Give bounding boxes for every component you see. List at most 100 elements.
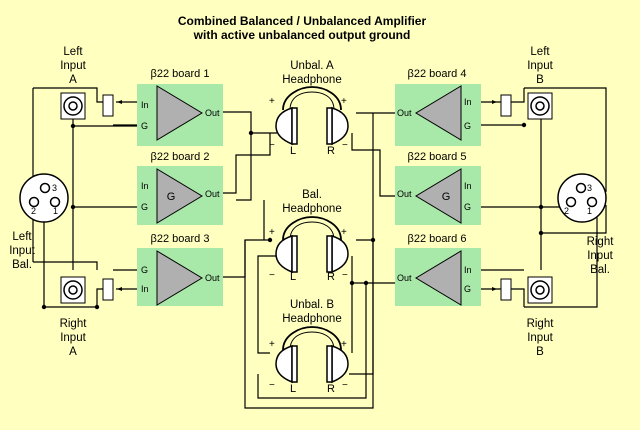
svg-text:In: In: [141, 181, 149, 191]
svg-text:In: In: [464, 265, 472, 275]
svg-text:G: G: [442, 191, 451, 203]
svg-text:A: A: [69, 346, 77, 358]
svg-text:In: In: [464, 181, 472, 191]
svg-text:2: 2: [564, 206, 569, 216]
svg-text:Right: Right: [587, 236, 615, 248]
svg-text:In: In: [464, 97, 472, 107]
svg-text:Left: Left: [63, 46, 83, 58]
svg-text:1: 1: [587, 206, 592, 216]
svg-text:Unbal. B: Unbal. B: [290, 299, 334, 311]
svg-text:−: −: [269, 140, 275, 151]
svg-text:In: In: [141, 100, 149, 110]
headphone-icon: [282, 86, 342, 111]
board-1: β22 board 1 In G Out: [137, 68, 223, 146]
headphone-balanced: Bal. Headphone + + − − L R: [269, 189, 349, 283]
svg-text:Out: Out: [397, 273, 412, 283]
left-input-b: Left Input B: [527, 46, 554, 120]
svg-text:Left: Left: [12, 231, 32, 243]
svg-text:β22 board 4: β22 board 4: [408, 68, 467, 80]
svg-text:R: R: [327, 145, 335, 157]
svg-text:G: G: [141, 121, 148, 131]
svg-text:+: +: [269, 227, 275, 238]
svg-text:Out: Out: [397, 108, 412, 118]
svg-text:B: B: [536, 346, 544, 358]
svg-text:Headphone: Headphone: [282, 203, 341, 215]
svg-text:1: 1: [53, 206, 58, 216]
svg-text:Input: Input: [60, 332, 86, 344]
svg-text:Input: Input: [527, 332, 553, 344]
svg-text:3: 3: [52, 183, 57, 193]
svg-text:Out: Out: [205, 273, 220, 283]
svg-text:β22 board 1: β22 board 1: [151, 68, 210, 80]
svg-text:+: +: [269, 339, 275, 350]
svg-text:L: L: [290, 383, 296, 395]
svg-text:β22 board 3: β22 board 3: [151, 233, 210, 245]
svg-text:+: +: [341, 339, 347, 350]
svg-text:L: L: [290, 145, 296, 157]
headphone-icon: [282, 216, 342, 241]
svg-text:G: G: [167, 191, 176, 203]
xlr-connector-icon: [557, 173, 607, 223]
svg-text:Input: Input: [587, 250, 613, 262]
potentiometers: [102, 94, 512, 301]
svg-text:Headphone: Headphone: [282, 74, 341, 86]
board-4: β22 board 4 In G Out: [395, 68, 481, 146]
svg-text:Input: Input: [9, 245, 35, 257]
svg-text:2: 2: [31, 206, 36, 216]
potentiometer-icon: [102, 94, 114, 117]
wiring: [32, 87, 607, 409]
svg-text:β22 board 5: β22 board 5: [408, 151, 467, 163]
svg-text:Headphone: Headphone: [282, 313, 341, 325]
potentiometer-icon: [500, 278, 512, 301]
title-line-2: with active unbalanced output ground: [193, 28, 411, 42]
svg-text:Input: Input: [527, 60, 553, 72]
svg-text:+: +: [269, 96, 275, 107]
svg-text:+: +: [341, 227, 347, 238]
svg-text:−: −: [342, 270, 348, 281]
svg-text:Bal.: Bal.: [590, 264, 610, 276]
svg-text:Bal.: Bal.: [302, 189, 322, 201]
svg-text:−: −: [342, 380, 348, 391]
svg-text:−: −: [342, 140, 348, 151]
right-input-b: Right Input B: [527, 276, 555, 358]
headphone-unbalanced-b: Unbal. B Headphone + + − − L R: [269, 299, 349, 395]
svg-text:Out: Out: [205, 108, 220, 118]
svg-text:B: B: [536, 74, 544, 86]
right-input-balanced: 3 2 1 Right Input Bal.: [557, 173, 615, 276]
board-6: β22 board 6 In G Out: [395, 233, 481, 306]
left-input-balanced: 3 2 1 Left Input Bal.: [9, 173, 69, 271]
svg-text:Right: Right: [527, 318, 555, 330]
svg-text:Input: Input: [60, 60, 86, 72]
svg-text:Unbal. A: Unbal. A: [290, 60, 334, 72]
svg-text:In: In: [141, 284, 149, 294]
svg-text:R: R: [327, 271, 335, 283]
svg-text:Right: Right: [60, 318, 88, 330]
svg-text:Bal.: Bal.: [12, 259, 32, 271]
svg-text:R: R: [327, 383, 335, 395]
svg-text:3: 3: [587, 183, 592, 193]
svg-text:A: A: [69, 74, 77, 86]
right-input-a: Right Input A: [60, 276, 88, 358]
svg-text:G: G: [464, 202, 471, 212]
svg-text:Out: Out: [205, 189, 220, 199]
potentiometer-icon: [500, 94, 512, 117]
xlr-connector-icon: [19, 173, 69, 223]
board-2: β22 board 2 G In G Out: [137, 151, 223, 225]
svg-text:Left: Left: [530, 46, 550, 58]
svg-text:L: L: [290, 271, 296, 283]
svg-text:G: G: [141, 202, 148, 212]
board-3: β22 board 3 G In Out: [137, 233, 223, 306]
headphone-unbalanced-a: Unbal. A Headphone + + − − L R: [269, 60, 349, 157]
svg-text:+: +: [341, 96, 347, 107]
title-line-1: Combined Balanced / Unbalanced Amplifier: [178, 14, 427, 28]
svg-text:G: G: [464, 121, 471, 131]
left-input-a: Left Input A: [60, 46, 87, 120]
svg-text:−: −: [269, 380, 275, 391]
svg-text:β22 board 2: β22 board 2: [151, 151, 210, 163]
svg-text:β22 board 6: β22 board 6: [408, 233, 467, 245]
board-5: β22 board 5 G In G Out: [395, 151, 481, 225]
junction-dots: [41, 122, 544, 310]
svg-text:Out: Out: [397, 189, 412, 199]
potentiometer-icon: [102, 278, 114, 301]
